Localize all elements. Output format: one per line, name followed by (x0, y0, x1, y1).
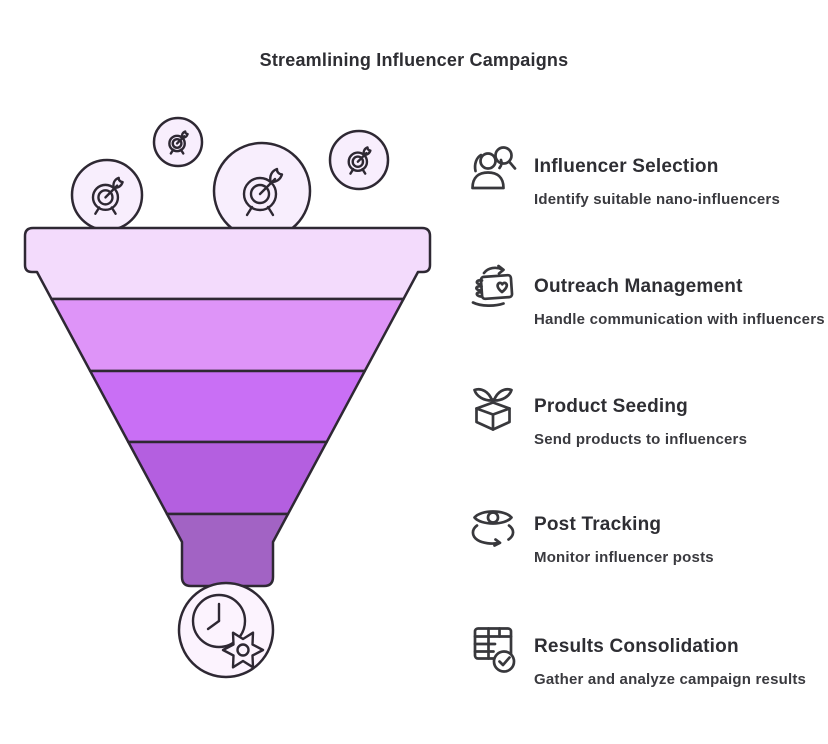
step-subtitle: Identify suitable nano-influencers (534, 191, 781, 208)
funnel (23, 226, 432, 588)
step-item-post-tracking: Post Tracking Monitor influencer posts (468, 501, 714, 567)
step-subtitle: Handle communication with influencers (534, 311, 825, 328)
clock-gear-icon (191, 593, 265, 669)
step-title: Product Seeding (534, 396, 688, 417)
step-subtitle: Monitor influencer posts (534, 549, 714, 566)
step-subtitle: Gather and analyze campaign results (534, 671, 807, 688)
step-item-results-consolidation: Results Consolidation Gather and analyze… (468, 623, 806, 689)
page-title: Streamlining Influencer Campaigns (259, 50, 569, 70)
target-bubbles (70, 116, 390, 241)
step-item-influencer-selection: Influencer Selection Identify suitable n… (468, 143, 780, 209)
step-item-product-seeding: Product Seeding Send products to influen… (468, 383, 747, 449)
step-item-outreach-management: Outreach Management Handle communication… (468, 263, 825, 329)
step-subtitle: Send products to influencers (534, 431, 748, 448)
sprout-box-icon (473, 387, 513, 431)
step-title: Influencer Selection (534, 156, 719, 177)
step-title: Results Consolidation (534, 636, 739, 657)
output-bubble-group (177, 581, 275, 679)
step-title: Post Tracking (534, 514, 662, 535)
table-check-icon (473, 627, 516, 673)
step-title: Outreach Management (534, 276, 743, 297)
hand-heart-card-icon (471, 264, 514, 307)
people-search-icon (471, 146, 517, 190)
eye-refresh-icon (471, 510, 515, 547)
funnel-stage-5 (165, 512, 290, 588)
